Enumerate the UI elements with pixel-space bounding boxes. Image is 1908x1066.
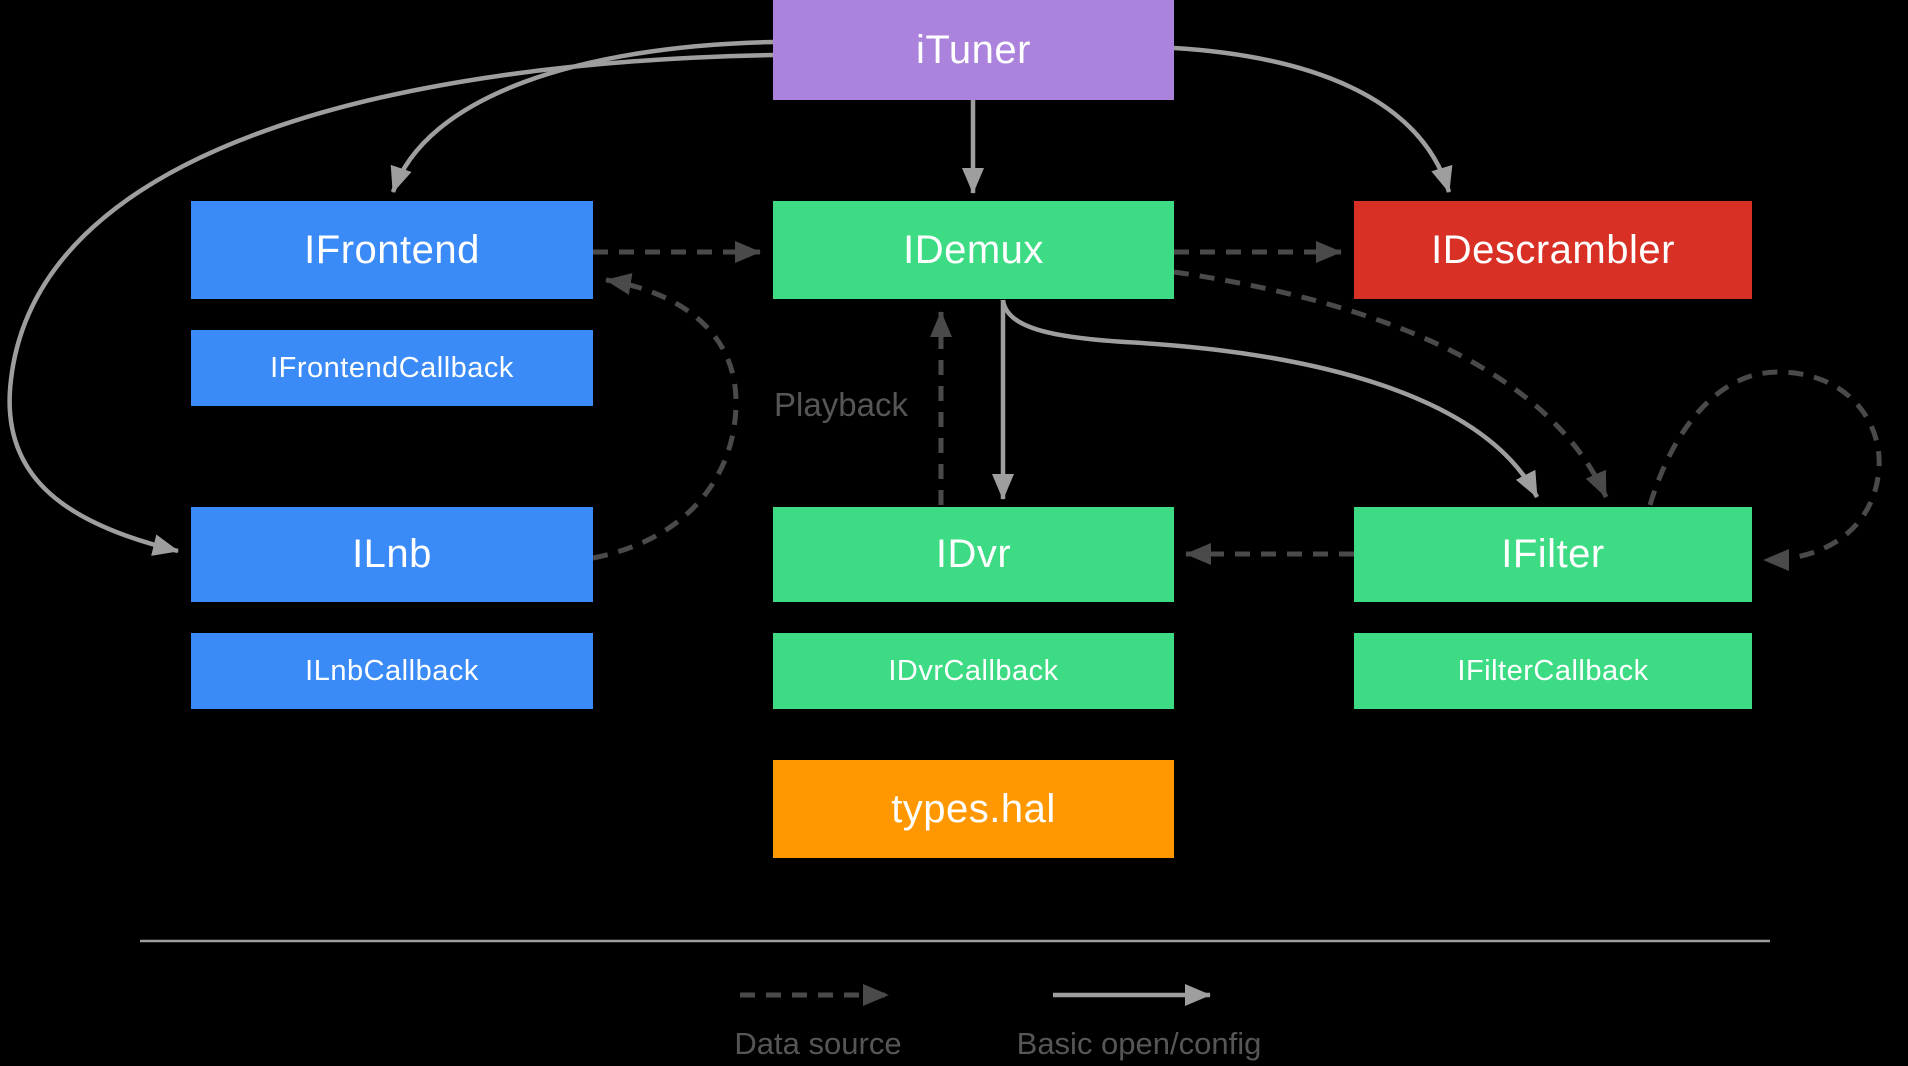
box-ituner: iTuner (773, 0, 1174, 100)
box-ifrontend-callback-label: IFrontendCallback (270, 351, 514, 384)
box-ifilter-label: IFilter (1501, 532, 1605, 576)
box-ilnb-callback: ILnbCallback (191, 633, 593, 709)
box-idescrambler: IDescrambler (1354, 201, 1752, 299)
box-ifilter-callback: IFilterCallback (1354, 633, 1752, 709)
box-ifilter: IFilter (1354, 507, 1752, 602)
box-ifrontend-callback: IFrontendCallback (191, 330, 593, 406)
box-ilnb-label: ILnb (352, 532, 432, 576)
box-ilnb: ILnb (191, 507, 593, 602)
box-idemux: IDemux (773, 201, 1174, 299)
box-idvr-label: IDvr (935, 532, 1012, 576)
edge-idemux-to-ifilter (1000, 299, 1539, 499)
box-idvr-callback-label: IDvrCallback (888, 654, 1059, 687)
box-idescrambler-label: IDescrambler (1431, 227, 1675, 272)
edge-ituner-to-ilnb (7, 52, 774, 556)
edge-ituner-to-idescrambler (1173, 45, 1453, 193)
box-ifrontend: IFrontend (191, 201, 593, 299)
edge-idemux-to-ifilter (1173, 269, 1609, 499)
box-types-hal: types.hal (773, 760, 1174, 858)
box-idvr: IDvr (773, 507, 1174, 602)
edge-ilnb-to-ifrontend (592, 273, 739, 561)
box-ituner-label: iTuner (916, 27, 1031, 72)
box-types-hal-label: types.hal (891, 786, 1056, 831)
box-ilnb-callback-label: ILnbCallback (305, 654, 479, 687)
box-ifrontend-label: IFrontend (304, 227, 480, 272)
edge-ifilter-self-loop (1647, 369, 1882, 571)
box-ifilter-callback-label: IFilterCallback (1457, 654, 1649, 687)
box-idvr-callback: IDvrCallback (773, 633, 1174, 709)
playback-edge-label: Playback (774, 386, 908, 423)
legend-data-source-label: Data source (734, 1026, 902, 1061)
box-idemux-label: IDemux (903, 227, 1044, 272)
legend-basic-open-config-label: Basic open/config (1016, 1026, 1262, 1061)
edge-ituner-to-ifrontend (390, 39, 774, 193)
